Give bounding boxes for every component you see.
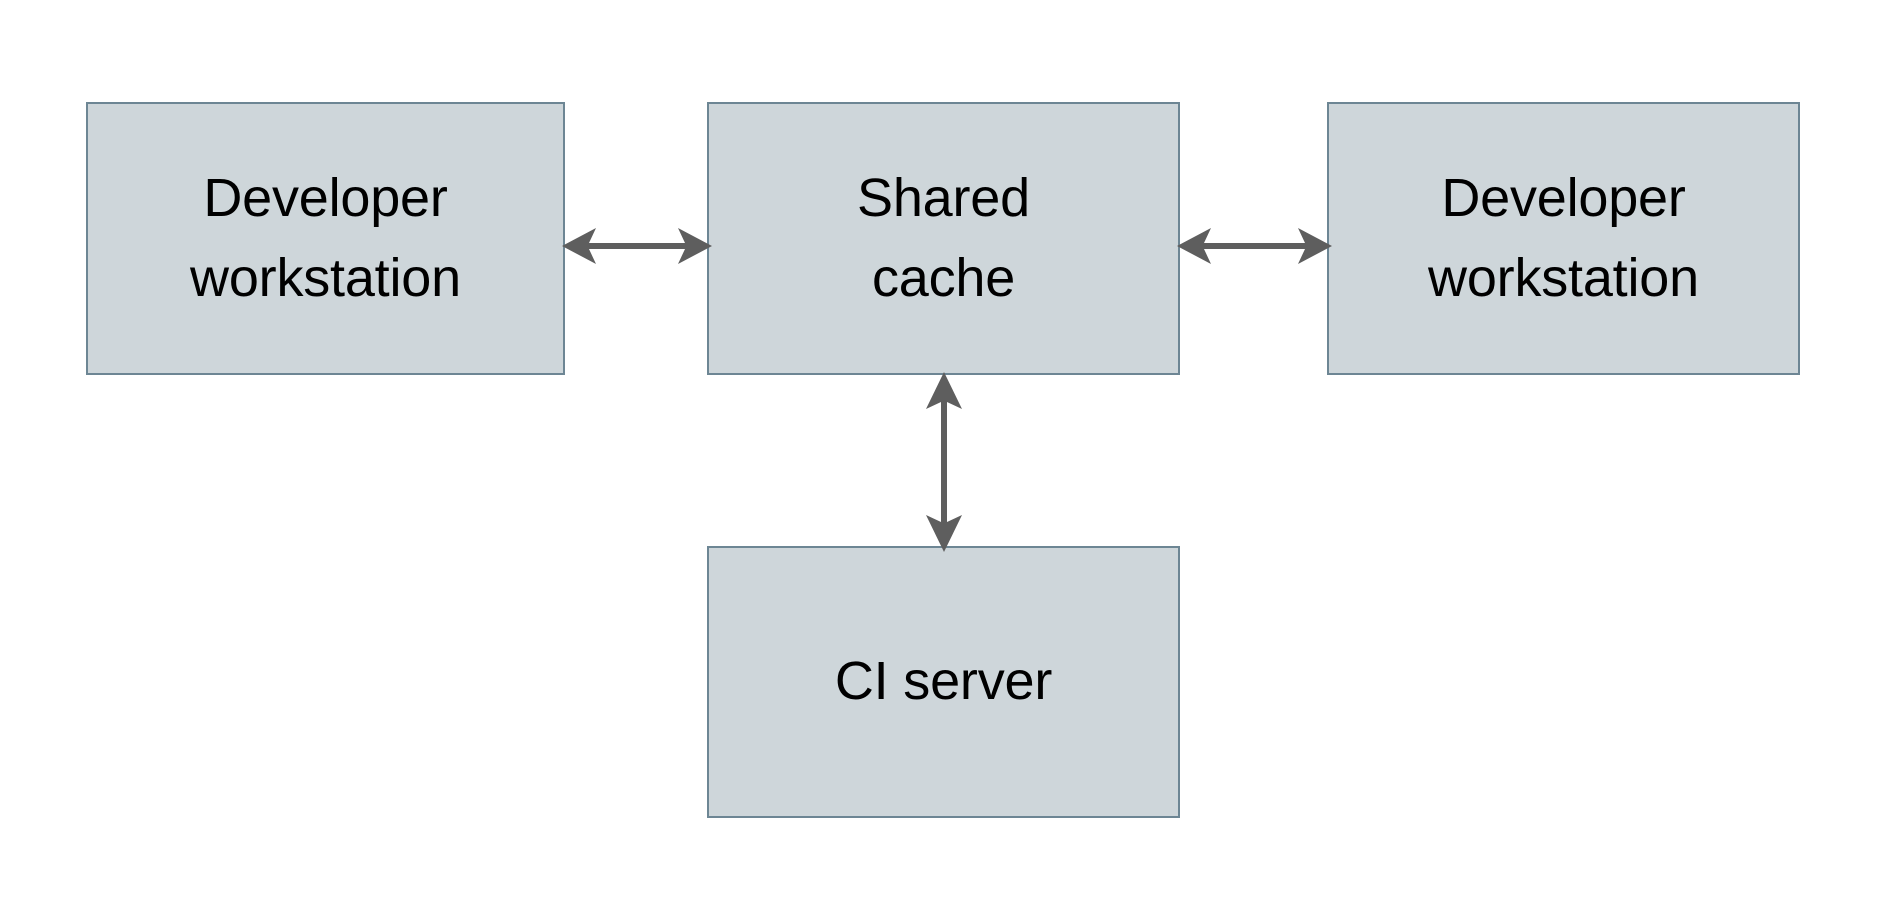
node-label: CI server xyxy=(834,651,1053,712)
connector-developer-workstation-left-to-shared-cache xyxy=(562,228,712,264)
double-headed-arrow-icon xyxy=(926,372,962,552)
node-shared-cache[interactable]: Shared cache xyxy=(707,102,1180,375)
node-label: Developer workstation xyxy=(190,167,461,308)
node-label: Developer workstation xyxy=(1428,167,1699,308)
connector-shared-cache-to-ci-server xyxy=(926,372,962,552)
connector-shared-cache-to-developer-workstation-right xyxy=(1177,228,1332,264)
double-headed-arrow-icon xyxy=(1177,228,1332,264)
node-ci-server[interactable]: CI server xyxy=(707,546,1180,818)
node-developer-workstation-left[interactable]: Developer workstation xyxy=(86,102,565,375)
double-headed-arrow-icon xyxy=(562,228,712,264)
node-label: Shared cache xyxy=(857,167,1030,308)
node-developer-workstation-right[interactable]: Developer workstation xyxy=(1327,102,1800,375)
